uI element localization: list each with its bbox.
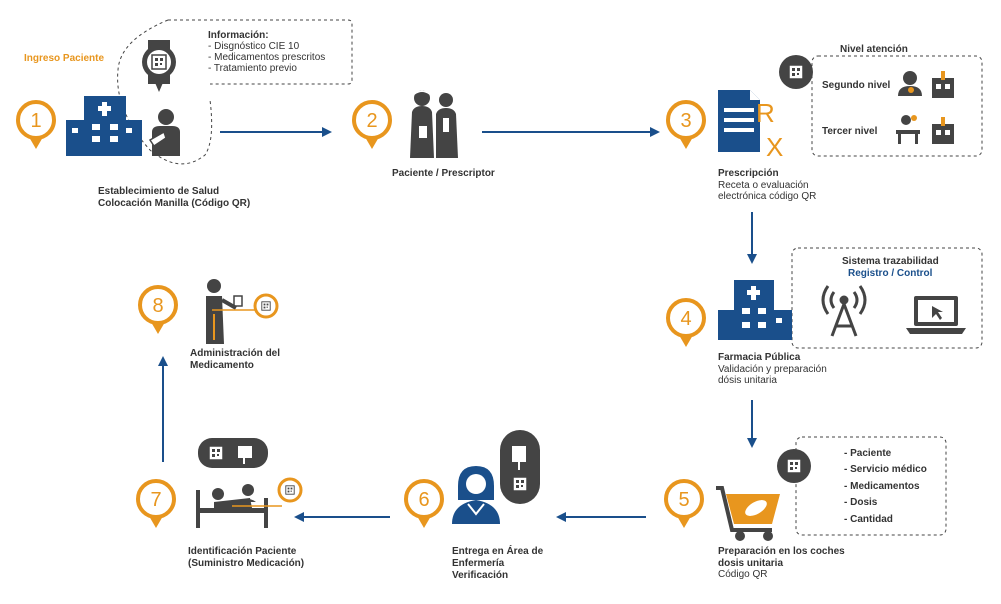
- hospital-small-icon: [932, 71, 954, 98]
- step-number-3: 3: [680, 110, 691, 132]
- step-3-title: Prescripción: [718, 168, 779, 179]
- traceability-title: Sistema trazabilidad: [842, 256, 939, 267]
- step-number-7: 7: [150, 489, 161, 511]
- step-4-label: dósis unitaria: [718, 375, 777, 386]
- traceability-subtitle: Registro / Control: [848, 268, 933, 279]
- checklist-item: - Cantidad: [844, 514, 893, 525]
- step-8-label: Administración del: [190, 348, 281, 359]
- step-number-8: 8: [152, 295, 163, 317]
- step-pin-8: 8: [138, 285, 178, 336]
- hospital-small-icon-2: [932, 117, 954, 144]
- info-item: - Disgnóstico CIE 10: [208, 41, 300, 52]
- bed-care-icon: [896, 115, 920, 144]
- intake-label: Ingreso Paciente: [24, 53, 105, 64]
- step-pin-1: 1: [16, 100, 56, 151]
- checklist-item: - Servicio médico: [844, 464, 927, 475]
- patient-prescriber-icon: [410, 90, 458, 158]
- step-number-6: 6: [418, 489, 429, 511]
- step-pin-4: 4: [666, 298, 706, 349]
- step-2-label: Paciente / Prescriptor: [392, 168, 495, 179]
- step-4-label: Validación y preparación: [718, 364, 827, 375]
- info-title: Información:: [208, 30, 269, 41]
- info-box-arc: [117, 19, 213, 165]
- iv-qr-panel-icon: [500, 430, 540, 504]
- checklist-item: - Paciente: [844, 448, 892, 459]
- nurse-administering-icon: [206, 279, 258, 344]
- hospital-icon: [66, 96, 142, 156]
- traceability-box: [791, 247, 983, 349]
- step-pin-7: 7: [136, 479, 176, 530]
- step-pin-5: 5: [664, 479, 704, 530]
- step-5-label: dosis unitaria: [718, 558, 784, 569]
- step-6-label: Entrega en Área de: [452, 546, 544, 557]
- medication-cart-icon: [716, 486, 780, 541]
- antenna-icon: [821, 285, 867, 337]
- step-number-4: 4: [680, 308, 691, 330]
- step-8-label: Medicamento: [190, 360, 254, 371]
- step-7-label: Identificación Paciente: [188, 546, 297, 557]
- step-pin-2: 2: [352, 100, 392, 151]
- patient-icon: [148, 109, 180, 156]
- info-item: - Medicamentos prescritos: [208, 52, 326, 63]
- step-5-title: Preparación en los coches: [718, 546, 845, 557]
- step-6-label: Enfermería: [452, 558, 505, 569]
- svg-text:X: X: [766, 132, 783, 162]
- checklist-item: - Dosis: [844, 497, 878, 508]
- checklist-box: [795, 436, 947, 536]
- laptop-icon: [906, 296, 966, 334]
- step-6-label: Verificación: [452, 570, 509, 581]
- step-pin-6: 6: [404, 479, 444, 530]
- step-1-label: Establecimiento de Salud: [98, 186, 220, 197]
- pharmacy-icon: [718, 280, 792, 340]
- step-3-label: Receta o evaluación: [718, 180, 809, 191]
- doctor-icon: [898, 71, 922, 96]
- step-number-2: 2: [366, 110, 377, 132]
- step-number-1: 1: [30, 110, 41, 132]
- step-1-label: Colocación Manilla (Código QR): [98, 198, 251, 209]
- care-level-title: Nivel atención: [840, 44, 908, 55]
- checklist-item: - Medicamentos: [844, 481, 920, 492]
- step-4-title: Farmacia Pública: [718, 352, 801, 363]
- qr-badge-icon: [779, 55, 813, 89]
- svg-text:R: R: [756, 98, 775, 128]
- step-3-label: electrónica código QR: [718, 191, 817, 202]
- step-5-label: Código QR: [718, 569, 768, 580]
- care-level-third: Tercer nivel: [822, 126, 878, 137]
- patient-bed-icon: [196, 438, 282, 528]
- qr-badge-icon-2: [777, 449, 811, 483]
- info-box: [168, 19, 353, 85]
- step-7-label: (Suministro Medicación): [188, 558, 305, 569]
- qr-badge-icon-3: [277, 477, 303, 503]
- step-pin-3: 3: [666, 100, 706, 151]
- care-level-box: [811, 55, 983, 157]
- step-number-5: 5: [678, 489, 689, 511]
- nurse-icon: [452, 466, 500, 524]
- prescription-rx-icon: R X: [718, 90, 783, 162]
- info-item: - Tratamiento previo: [208, 63, 297, 74]
- qr-badge-icon-4: [253, 293, 279, 319]
- care-level-second: Segundo nivel: [822, 80, 891, 91]
- wristband-qr-icon: [142, 40, 176, 92]
